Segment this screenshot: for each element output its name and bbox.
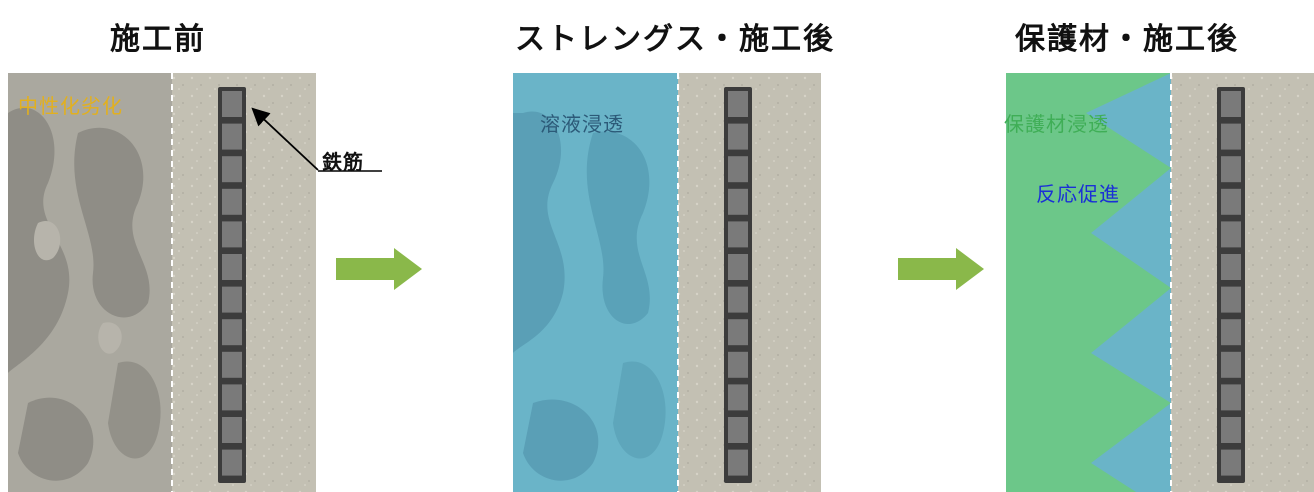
rebar-column <box>724 87 752 483</box>
rebar-segment <box>222 384 242 411</box>
rebar-column <box>1217 87 1245 483</box>
solution-penetration-zone <box>513 73 678 492</box>
rebar-segment <box>1221 417 1241 443</box>
rebar-segment <box>1221 449 1241 476</box>
rebar-segment <box>222 188 242 215</box>
rebar-segment <box>1221 254 1241 280</box>
panel-title-before: 施工前 <box>110 22 206 57</box>
arrow-right-2 <box>898 248 984 290</box>
label-solution-penetration: 溶液浸透 <box>540 112 624 136</box>
rebar-segment <box>728 188 748 215</box>
label-rebar: 鉄筋 <box>322 150 364 174</box>
rebar-segment <box>222 123 242 150</box>
rebar-segment <box>728 254 748 280</box>
rebar-segment <box>1221 286 1241 313</box>
panel-before <box>8 73 316 492</box>
rebar-segment <box>1221 123 1241 150</box>
rebar-segment <box>728 384 748 411</box>
rebar-segment <box>1221 351 1241 378</box>
rebar-segment <box>1221 384 1241 411</box>
rebar-segment <box>728 91 748 117</box>
rebar-segment <box>728 123 748 150</box>
rebar-segment <box>222 286 242 313</box>
rebar-segment <box>728 319 748 346</box>
rebar-segment <box>728 417 748 443</box>
rebar-column <box>218 87 246 483</box>
label-carbonation-deterioration: 中性化劣化 <box>18 94 123 118</box>
panel-protective-after <box>1006 73 1314 492</box>
panel-title-strength-after: ストレングス・施工後 <box>515 22 835 57</box>
rebar-segment <box>1221 156 1241 183</box>
rebar-segment <box>1221 91 1241 117</box>
rebar-segment <box>728 351 748 378</box>
rebar-segment <box>728 221 748 248</box>
carbonated-zone <box>8 73 172 492</box>
arrow-right-1 <box>336 248 422 290</box>
rebar-segment <box>728 449 748 476</box>
rebar-segment <box>222 351 242 378</box>
rebar-segment <box>222 254 242 280</box>
rebar-segment <box>222 417 242 443</box>
rebar-segment <box>728 286 748 313</box>
rebar-segment <box>222 221 242 248</box>
rebar-segment <box>222 449 242 476</box>
label-protective-penetration: 保護材浸透 <box>1004 112 1109 136</box>
rebar-segment <box>222 91 242 117</box>
rebar-segment <box>1221 319 1241 346</box>
rebar-segment <box>1221 221 1241 248</box>
panel-title-protective-after: 保護材・施工後 <box>1015 22 1239 57</box>
rebar-segment <box>222 319 242 346</box>
label-reaction-promotion: 反応促進 <box>1036 182 1120 206</box>
rebar-segment <box>728 156 748 183</box>
protective-penetration-zone <box>1006 73 1171 492</box>
rebar-segment <box>1221 188 1241 215</box>
panel-strength-after <box>513 73 821 492</box>
rebar-segment <box>222 156 242 183</box>
